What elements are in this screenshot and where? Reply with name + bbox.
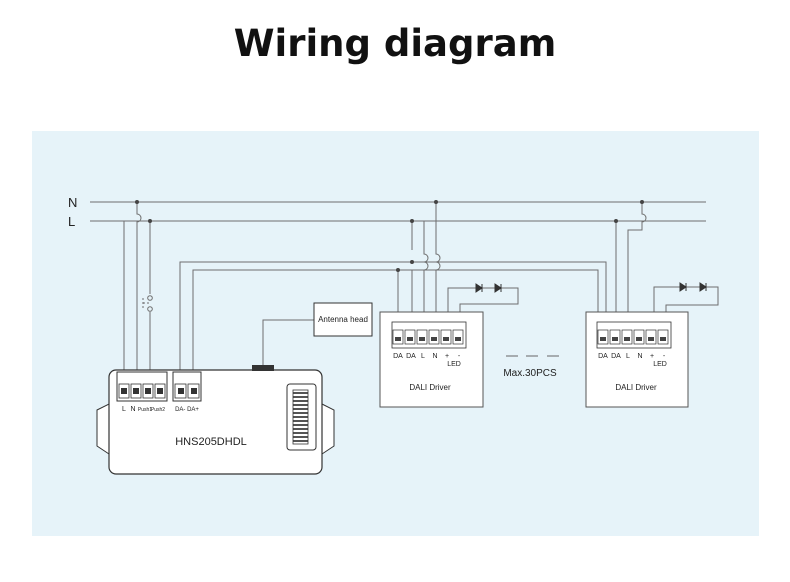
driver1-terminal-3: N xyxy=(432,353,437,360)
driver2-terminal-2: L xyxy=(626,353,630,360)
junction-dots xyxy=(135,200,644,272)
driver2-terminal-1: DA xyxy=(611,353,621,360)
driver1-name: DALI Driver xyxy=(409,383,451,392)
driver1-led-label: LED xyxy=(447,361,461,368)
antenna-label: Antenna head xyxy=(318,315,368,324)
terminal-label-n: N xyxy=(130,406,135,413)
neutral-label: N xyxy=(68,195,77,210)
terminal-label-push2: Push2 xyxy=(151,407,165,413)
controller-device xyxy=(96,365,335,475)
dali-driver-1 xyxy=(379,311,484,408)
terminal-label-push1: Push1 xyxy=(138,407,152,413)
bus-lines xyxy=(90,201,706,222)
controller-model-label: HNS205DHDL xyxy=(175,436,247,448)
driver1-terminal-0: DA xyxy=(393,353,403,360)
driver1-terminal-2: L xyxy=(421,353,425,360)
driver1-terminal-1: DA xyxy=(406,353,416,360)
driver2-terminal-4: + xyxy=(650,353,654,360)
terminal-label-dali: DA- DA+ xyxy=(175,407,199,413)
terminal-label-l: L xyxy=(122,406,126,413)
driver2-name: DALI Driver xyxy=(615,383,657,392)
driver2-terminal-3: N xyxy=(637,353,642,360)
antenna-head-box xyxy=(313,302,373,337)
driver1-terminal-5: - xyxy=(458,353,461,360)
live-label: L xyxy=(68,214,75,229)
led-symbol xyxy=(475,282,707,293)
driver2-terminal-0: DA xyxy=(598,353,608,360)
page-title: Wiring diagram xyxy=(233,22,557,65)
dali-driver-2 xyxy=(585,311,689,408)
driver2-led-label: LED xyxy=(653,361,667,368)
driver1-terminal-4: + xyxy=(445,353,449,360)
max-note: Max.30PCS xyxy=(503,368,557,379)
driver2-terminal-5: - xyxy=(663,353,666,360)
